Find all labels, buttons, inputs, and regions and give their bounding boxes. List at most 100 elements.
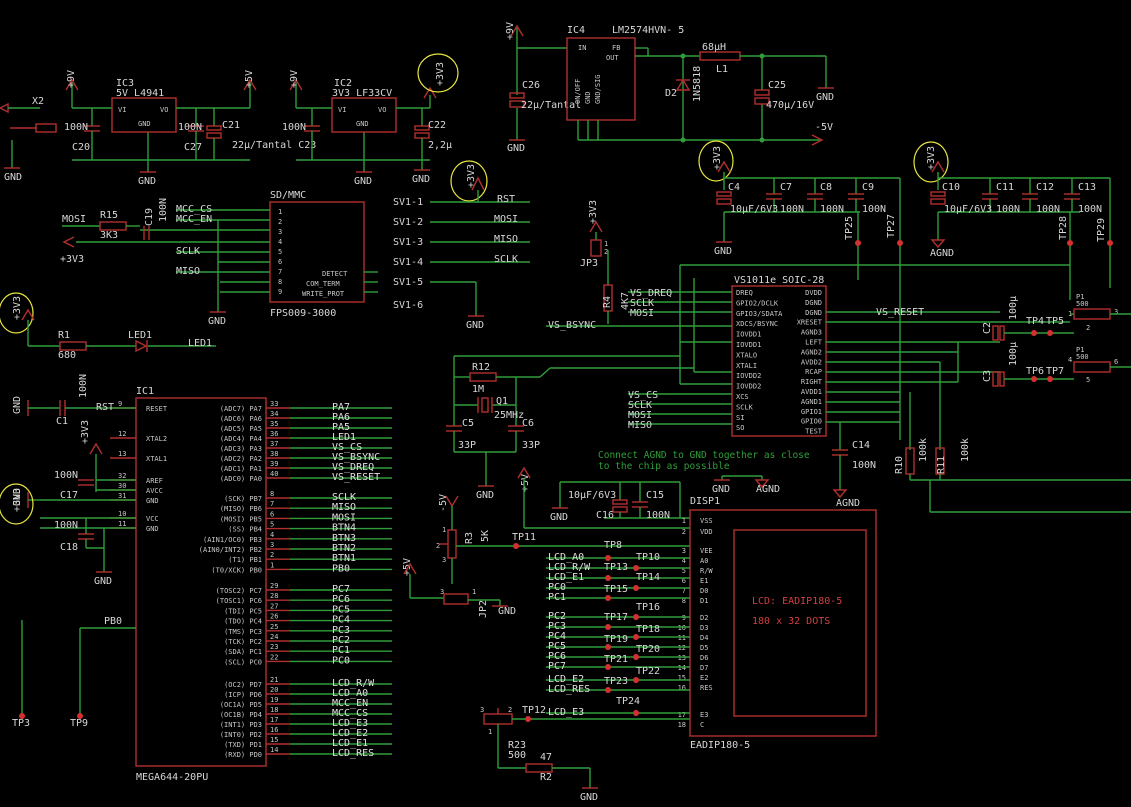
p3v3-label-led: +3V3: [12, 296, 23, 320]
svg-text:2: 2: [508, 706, 512, 714]
r10-value: 100k: [918, 438, 929, 462]
net-miso-sd: MISO: [176, 266, 200, 277]
r2-name: R2: [540, 772, 552, 783]
disp-net-label: PC0: [548, 582, 566, 593]
ic1-net-label: LCD_RES: [332, 748, 374, 759]
vs-right-pin-label: AGND2: [801, 348, 822, 356]
ic1-right-pin-num: 4: [270, 531, 274, 539]
tp12-label: TP12: [522, 705, 546, 716]
net-sclk-sd: SCLK: [176, 246, 200, 257]
tp21-label: TP21: [604, 654, 628, 665]
sv-net-miso: MISO: [494, 234, 518, 245]
ic2-pin-gnd: GND: [356, 120, 369, 128]
ic1-right-pin-num: 20: [270, 686, 278, 694]
sv-net-sclk: SCLK: [494, 254, 518, 265]
svg-text:7: 7: [278, 268, 282, 276]
ic1-net-label: BTN1: [332, 553, 356, 564]
ic1-left-pin-label: AREF: [146, 477, 163, 485]
c8-name: C8: [820, 182, 832, 193]
ic1-right-pin-label: (ADC1) PA1: [220, 465, 262, 473]
ic1-right-pin-num: 33: [270, 400, 278, 408]
c2-value: 100µ: [1008, 296, 1019, 320]
ic2-pin-vo: VO: [378, 106, 386, 114]
vs-left-pin-label: IOVDD1: [736, 341, 761, 349]
tp19-label: TP19: [604, 634, 628, 645]
gnd-c1: GND: [12, 396, 23, 414]
disp-pin-num: 13: [678, 654, 686, 662]
sd-value: FPS009-3000: [270, 308, 336, 319]
ic1-left-pin-label: RESET: [146, 405, 168, 413]
ic1-right-pin-label: (ADC6) PA6: [220, 415, 262, 423]
gnd-c26: GND: [507, 143, 525, 154]
note-line-2: to the chip as possible: [598, 461, 730, 472]
disp-value: EADIP180-5: [690, 740, 750, 751]
tp15-label: TP15: [604, 584, 628, 595]
ic1-net-label: LCD_E1: [332, 738, 368, 749]
disp-pin-num: 18: [678, 721, 686, 729]
p3v3-label-sv1: +3V3: [466, 164, 477, 188]
c13-value: 100N: [1078, 204, 1102, 215]
ic3-pin-vi: VI: [118, 106, 126, 114]
r3-value: 5K: [480, 530, 491, 542]
ic1-right-pin-label: (MISO) PB6: [220, 505, 262, 513]
svg-text:1: 1: [442, 526, 446, 534]
c6-value: 33P: [522, 440, 540, 451]
tp6-label: TP6: [1026, 366, 1044, 377]
ic4-pin-fb: FB: [612, 44, 620, 52]
c12-name: C12: [1036, 182, 1054, 193]
test-point: [633, 614, 639, 620]
tp3-label: TP3: [12, 718, 30, 729]
tp17-label: TP17: [604, 612, 628, 623]
tp11-label: TP11: [512, 532, 536, 543]
ic1-right-pin-label: (ADC0) PA0: [220, 475, 262, 483]
disp-pin-num: 6: [682, 577, 686, 585]
test-point: [605, 687, 611, 693]
ic1-right-pin-label: (T0/XCK) PB0: [211, 566, 262, 574]
c16-name: C16: [596, 510, 614, 521]
gnd-sv1: GND: [466, 320, 484, 331]
c17-value: 100N: [54, 470, 78, 481]
tp27-label: TP27: [886, 214, 897, 238]
c3-name: C3: [982, 370, 993, 382]
sv1-5: SV1-5: [393, 277, 423, 288]
sd-name: SD/MMC: [270, 190, 306, 201]
ic1-value: MEGA644-20PU: [136, 772, 208, 783]
net-pb0-left: PB0: [104, 616, 122, 627]
ic1-net-label: VS_RESET: [332, 472, 380, 483]
q1-name: Q1: [496, 396, 508, 407]
disp-net-label: LCD_R/W: [548, 562, 591, 573]
ic1-left-pin-num: 10: [118, 510, 126, 518]
ic1-right-pin-label: (OC1A) PD5: [220, 701, 262, 709]
note-line-1: Connect AGND to GND together as close: [598, 450, 810, 461]
gnd-ic3: GND: [138, 176, 156, 187]
jp2-label: JP2: [478, 600, 489, 618]
disp-pin-num: 5: [682, 567, 686, 575]
disp-pin-num: 10: [678, 624, 686, 632]
p3v3-label-c18: +3V3: [12, 488, 23, 512]
p3v3-label-sd: +3V3: [60, 254, 84, 265]
ic1-name: IC1: [136, 386, 154, 397]
vs-left-pin-label: XTALO: [736, 351, 757, 359]
svg-text:5: 5: [278, 248, 282, 256]
c4-name: C4: [728, 182, 740, 193]
svg-text:2: 2: [604, 248, 608, 256]
ic1-right-pin-num: 5: [270, 521, 274, 529]
ic1-right-pin-num: 6: [270, 510, 274, 518]
p1-name-b: P1: [1076, 346, 1084, 354]
net-mosi-sd: MOSI: [62, 214, 86, 225]
tp16-label: TP16: [636, 602, 660, 613]
ic1-right-pin-num: 16: [270, 726, 278, 734]
r2-value: 47: [540, 752, 552, 763]
c21-name: C21: [222, 120, 240, 131]
p3v3-label-c4: +3V3: [712, 146, 723, 170]
vs-right-pin-label: LEFT: [805, 339, 823, 347]
disp-pin-num: 7: [682, 587, 686, 595]
sv-net-mosi: MOSI: [494, 214, 518, 225]
ic1-right-pin-label: (SCK) PB7: [224, 495, 262, 503]
d2-value: 1N5818: [692, 66, 703, 102]
disp-net-label: PC1: [548, 592, 566, 603]
test-point: [605, 575, 611, 581]
ic1-right-pin-num: 14: [270, 746, 278, 754]
